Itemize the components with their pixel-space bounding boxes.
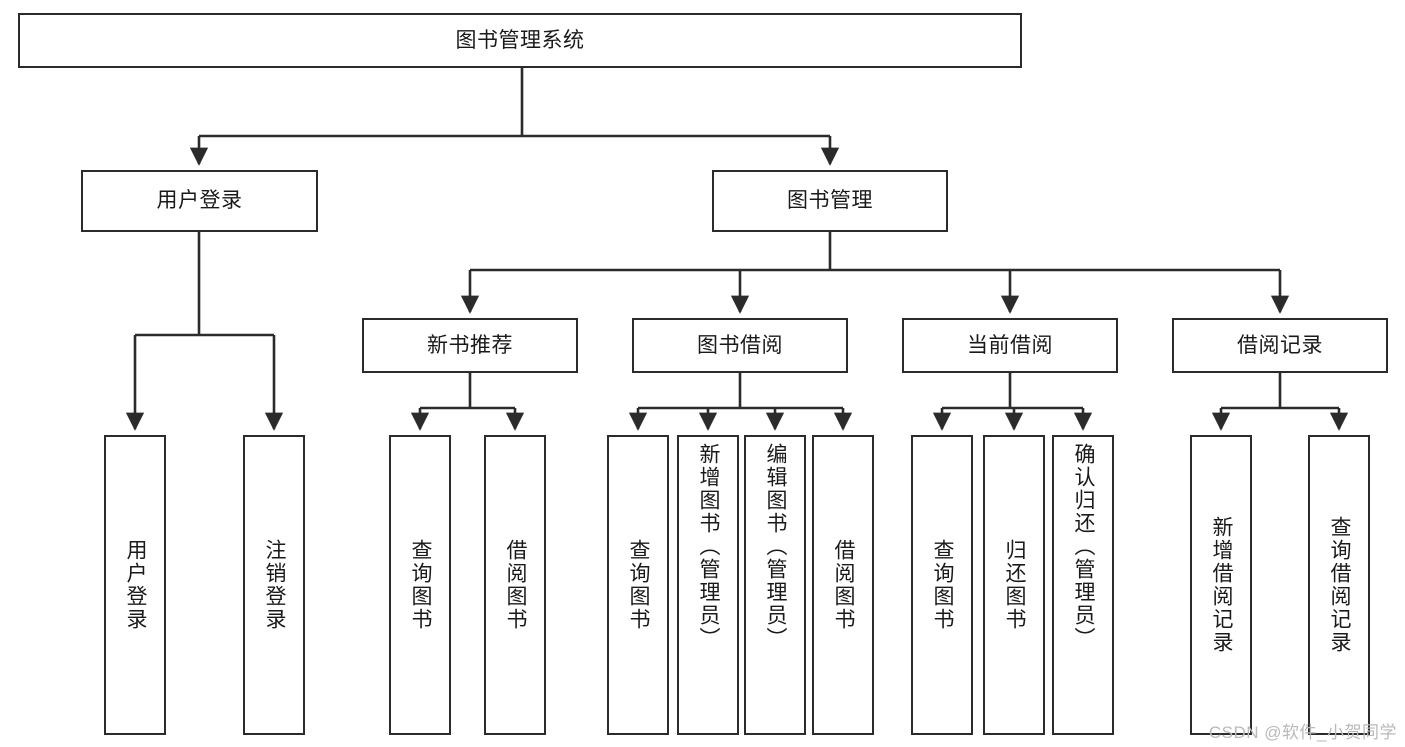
node-leaf-borrow-book-label: 借阅图书 [832,539,856,631]
node-leaf-query-book-recommend-label: 查询图书 [409,539,433,631]
node-leaf-add-borrow-record[interactable]: 新增借阅记录 [1190,435,1252,735]
node-new-book-recommend[interactable]: 新书推荐 [362,318,578,373]
node-leaf-user-login[interactable]: 用户登录 [104,435,166,735]
node-new-book-recommend-label: 新书推荐 [427,333,513,357]
node-book-management-label: 图书管理 [787,189,873,213]
node-leaf-confirm-return-admin-label: 确认归还（管理员） [1072,443,1096,650]
node-leaf-edit-book-admin-label: 编辑图书（管理员） [764,443,788,650]
node-borrow-records-label: 借阅记录 [1237,333,1323,357]
node-leaf-return-book-label: 归还图书 [1003,539,1027,631]
node-leaf-borrow-book[interactable]: 借阅图书 [812,435,874,735]
node-leaf-borrow-book-recommend-label: 借阅图书 [504,539,528,631]
node-root[interactable]: 图书管理系统 [18,13,1022,68]
node-book-borrow[interactable]: 图书借阅 [632,318,848,373]
node-leaf-add-book-admin[interactable]: 新增图书（管理员） [677,435,739,735]
node-leaf-query-book-recommend[interactable]: 查询图书 [389,435,451,735]
node-leaf-add-book-admin-label: 新增图书（管理员） [697,443,721,650]
node-leaf-query-book-current-label: 查询图书 [931,539,955,631]
node-leaf-user-logout-label: 注销登录 [263,539,287,631]
node-user-login[interactable]: 用户登录 [81,170,318,232]
node-leaf-confirm-return-admin[interactable]: 确认归还（管理员） [1052,435,1114,735]
node-leaf-add-borrow-record-label: 新增借阅记录 [1210,516,1234,654]
node-leaf-user-logout[interactable]: 注销登录 [243,435,305,735]
node-borrow-records[interactable]: 借阅记录 [1172,318,1388,373]
node-leaf-query-book-borrow[interactable]: 查询图书 [607,435,669,735]
node-leaf-query-book-current[interactable]: 查询图书 [911,435,973,735]
node-current-borrow-label: 当前借阅 [967,333,1053,357]
node-leaf-edit-book-admin[interactable]: 编辑图书（管理员） [744,435,806,735]
node-leaf-borrow-book-recommend[interactable]: 借阅图书 [484,435,546,735]
node-leaf-query-book-borrow-label: 查询图书 [627,539,651,631]
watermark-text: CSDN @软件_小贺同学 [1208,723,1397,742]
node-book-borrow-label: 图书借阅 [697,333,783,357]
node-leaf-return-book[interactable]: 归还图书 [983,435,1045,735]
node-root-label: 图书管理系统 [455,28,585,52]
node-user-login-label: 用户登录 [156,189,243,213]
node-leaf-user-login-label: 用户登录 [124,539,148,631]
node-leaf-query-borrow-record-label: 查询借阅记录 [1328,516,1352,654]
node-book-management[interactable]: 图书管理 [712,170,948,232]
node-leaf-query-borrow-record[interactable]: 查询借阅记录 [1308,435,1370,735]
node-current-borrow[interactable]: 当前借阅 [902,318,1118,373]
